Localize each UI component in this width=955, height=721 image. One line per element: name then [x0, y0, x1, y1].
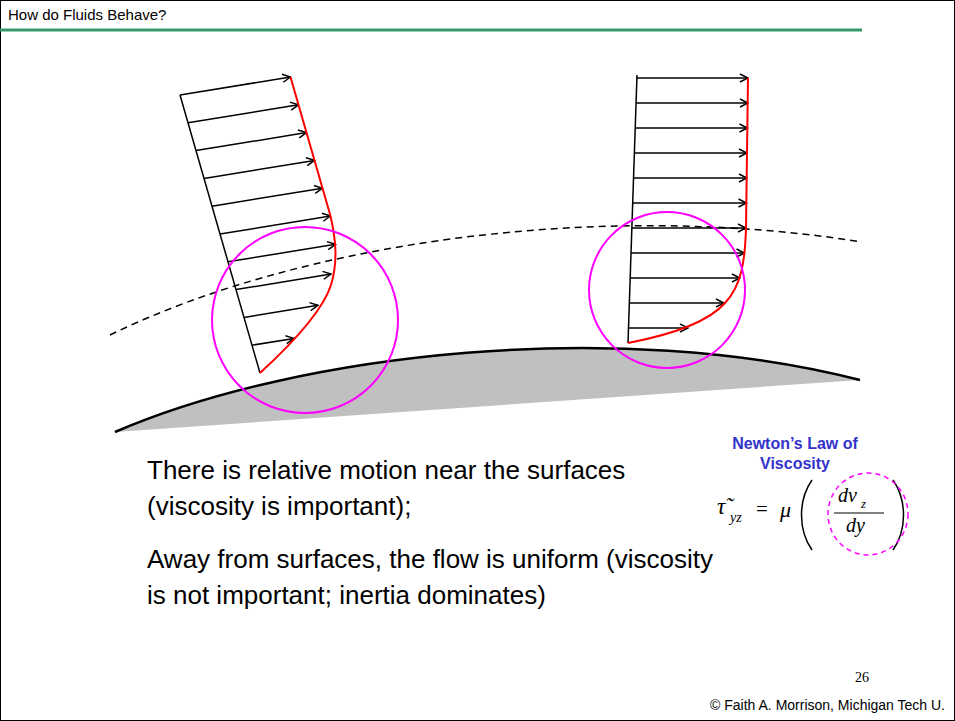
velocity-arrow [630, 277, 740, 279]
equation-symbol: τ̃ [717, 494, 725, 520]
fraction-bar [834, 512, 884, 513]
equation-subscript: yz [730, 510, 742, 526]
velocity-arrow [632, 227, 746, 229]
velocity-arrow [252, 338, 294, 345]
equation-symbol: μ [780, 497, 791, 523]
velocity-arrow [633, 202, 747, 204]
highlight-ellipse [828, 473, 908, 555]
velocity-arrow [228, 244, 336, 261]
page-number: 26 [855, 670, 869, 686]
solid-surface [115, 348, 860, 432]
body-text: Away from surfaces, the flow is uniform … [147, 541, 737, 613]
copyright-note: © Faith A. Morrison, Michigan Tech U. [600, 697, 945, 713]
velocity-arrow [634, 152, 747, 154]
velocity-arrow [631, 252, 745, 254]
highlight-circle [589, 212, 745, 368]
velocity-arrow [634, 177, 748, 179]
velocity-arrow [180, 77, 291, 95]
velocity-profile [180, 77, 336, 373]
velocity-arrow [636, 102, 748, 104]
velocity-arrow [637, 77, 748, 79]
profile-curve [628, 78, 748, 343]
velocity-arrow [212, 188, 323, 206]
velocity-arrow [635, 127, 747, 129]
left-paren [802, 480, 813, 550]
velocity-arrow [204, 160, 315, 178]
velocity-arrow [629, 327, 689, 329]
title-rule [0, 29, 862, 32]
velocity-arrow [236, 274, 331, 290]
surface-edge [115, 348, 860, 432]
velocity-arrow [629, 302, 724, 304]
equation-subscript: z [861, 496, 866, 512]
body-text: There is relative motion near the surfac… [147, 452, 737, 524]
equation-symbol: = [756, 497, 768, 522]
velocity-profile [628, 75, 748, 343]
highlight-circle [212, 227, 398, 413]
equation-symbol: dv [838, 484, 857, 507]
equation-symbol: dy [846, 514, 865, 537]
velocity-arrow [188, 105, 299, 123]
slide-title: How do Fluids Behave? [8, 6, 166, 23]
velocity-arrow [196, 133, 307, 151]
velocity-arrow [244, 305, 318, 317]
law-heading: Newton’s Law of Viscosity [728, 434, 862, 474]
profile-curve [260, 77, 335, 373]
right-paren [893, 480, 904, 550]
